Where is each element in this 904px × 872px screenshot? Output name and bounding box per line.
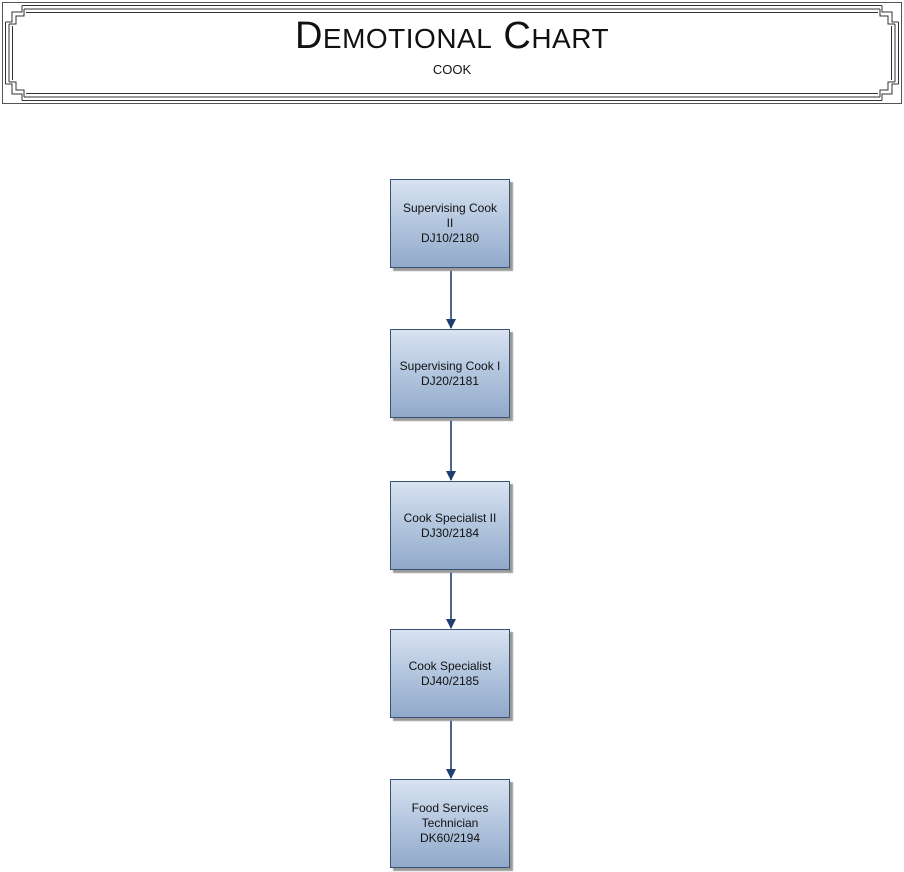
chart-title-text: DEMOTIONAL CHART <box>294 15 610 57</box>
position-title: Supervising Cook I <box>399 358 501 373</box>
position-code: DJ20/2181 <box>420 373 480 388</box>
chart-subtitle: COOK <box>432 62 472 77</box>
position-title: Cook Specialist II <box>403 510 497 525</box>
position-title: Food Services Technician <box>411 801 489 830</box>
position-code: DJ40/2185 <box>420 673 480 688</box>
position-code: DJ30/2184 <box>420 525 480 540</box>
position-code: DK60/2194 <box>419 831 481 845</box>
chart-title: DEMOTIONAL CHART <box>0 16 904 59</box>
position-code: DJ10/2180 <box>420 231 480 245</box>
position-title: Cook Specialist <box>408 658 492 673</box>
position-title: Supervising Cook II <box>402 201 498 230</box>
title-frame <box>2 2 902 104</box>
